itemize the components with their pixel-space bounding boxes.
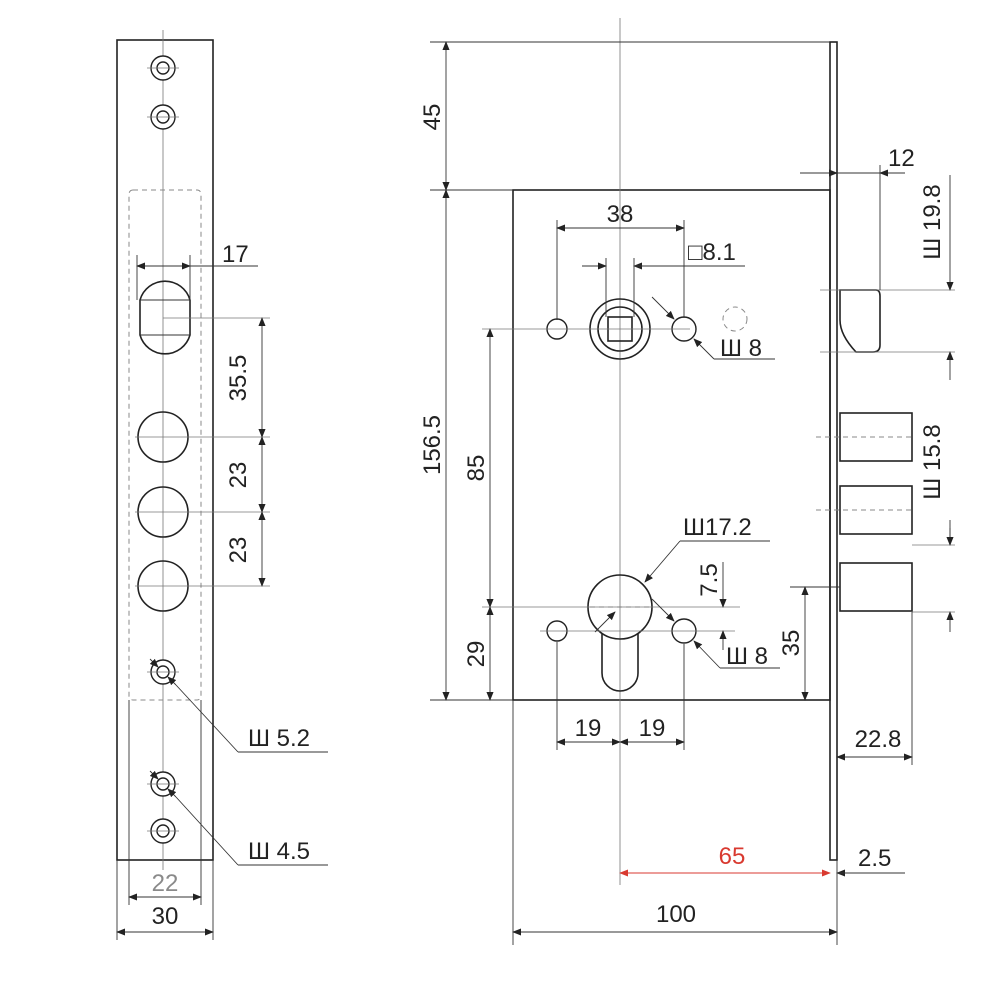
dim-156-5: 156.5	[419, 415, 446, 475]
dim-7-5: 7.5	[696, 563, 723, 596]
dim-dia-15-8: Ш 15.8	[919, 424, 946, 499]
dim-12: 12	[888, 145, 915, 172]
screw-hole-top-1	[147, 55, 179, 81]
dead-bolt-1	[839, 412, 913, 462]
dim-30: 30	[152, 903, 179, 930]
screw-hole-top-2	[147, 104, 179, 130]
faceplate-view: 17 35.5 23 23 Ш 5.2 Ш 4.5 22 30	[116, 30, 328, 940]
screw-hole-bottom-1	[147, 771, 179, 797]
dim-dia-17-2: Ш17.2	[683, 514, 752, 541]
dim-2-5: 2.5	[858, 845, 891, 872]
dim-85: 85	[463, 455, 490, 482]
lock-body-hidden-outline	[128, 189, 202, 701]
dim-23-upper: 23	[225, 462, 252, 489]
dim-29: 29	[463, 641, 490, 668]
dim-22: 22	[152, 870, 179, 897]
dim-17: 17	[222, 241, 249, 268]
latch-opening	[139, 280, 270, 355]
faceplate-edge	[829, 41, 838, 861]
dead-bolt-2	[839, 485, 913, 535]
dim-100: 100	[656, 901, 696, 928]
dead-bolt-3	[839, 562, 913, 612]
dim-19-right: 19	[639, 715, 666, 742]
dim-45: 45	[419, 104, 446, 131]
dim-square-8-1: □8.1	[688, 239, 736, 266]
dim-dia-8-bottom: Ш 8	[726, 643, 768, 670]
dim-dia-5-2: Ш 5.2	[248, 725, 310, 752]
dim-38: 38	[607, 201, 634, 228]
dim-19-left: 19	[575, 715, 602, 742]
screw-hole-mid	[147, 659, 179, 685]
lock-body-view: 45 156.5 85 29 38 □8.1 Ш 8 Ш17.2	[419, 18, 955, 945]
dim-35-5: 35.5	[225, 355, 252, 402]
dim-dia-4-5: Ш 4.5	[248, 838, 310, 865]
dim-dia-19-8: Ш 19.8	[919, 184, 946, 259]
screw-hole-bottom-2	[147, 818, 179, 844]
optional-hole	[722, 306, 748, 332]
faceplate-outline	[116, 39, 214, 861]
dim-23-lower: 23	[225, 537, 252, 564]
dim-dia-8-top: Ш 8	[720, 335, 762, 362]
dim-65-backset: 65	[719, 843, 746, 870]
dim-22-8: 22.8	[855, 726, 902, 753]
dim-35: 35	[778, 630, 805, 657]
latch-bolt	[839, 289, 881, 353]
